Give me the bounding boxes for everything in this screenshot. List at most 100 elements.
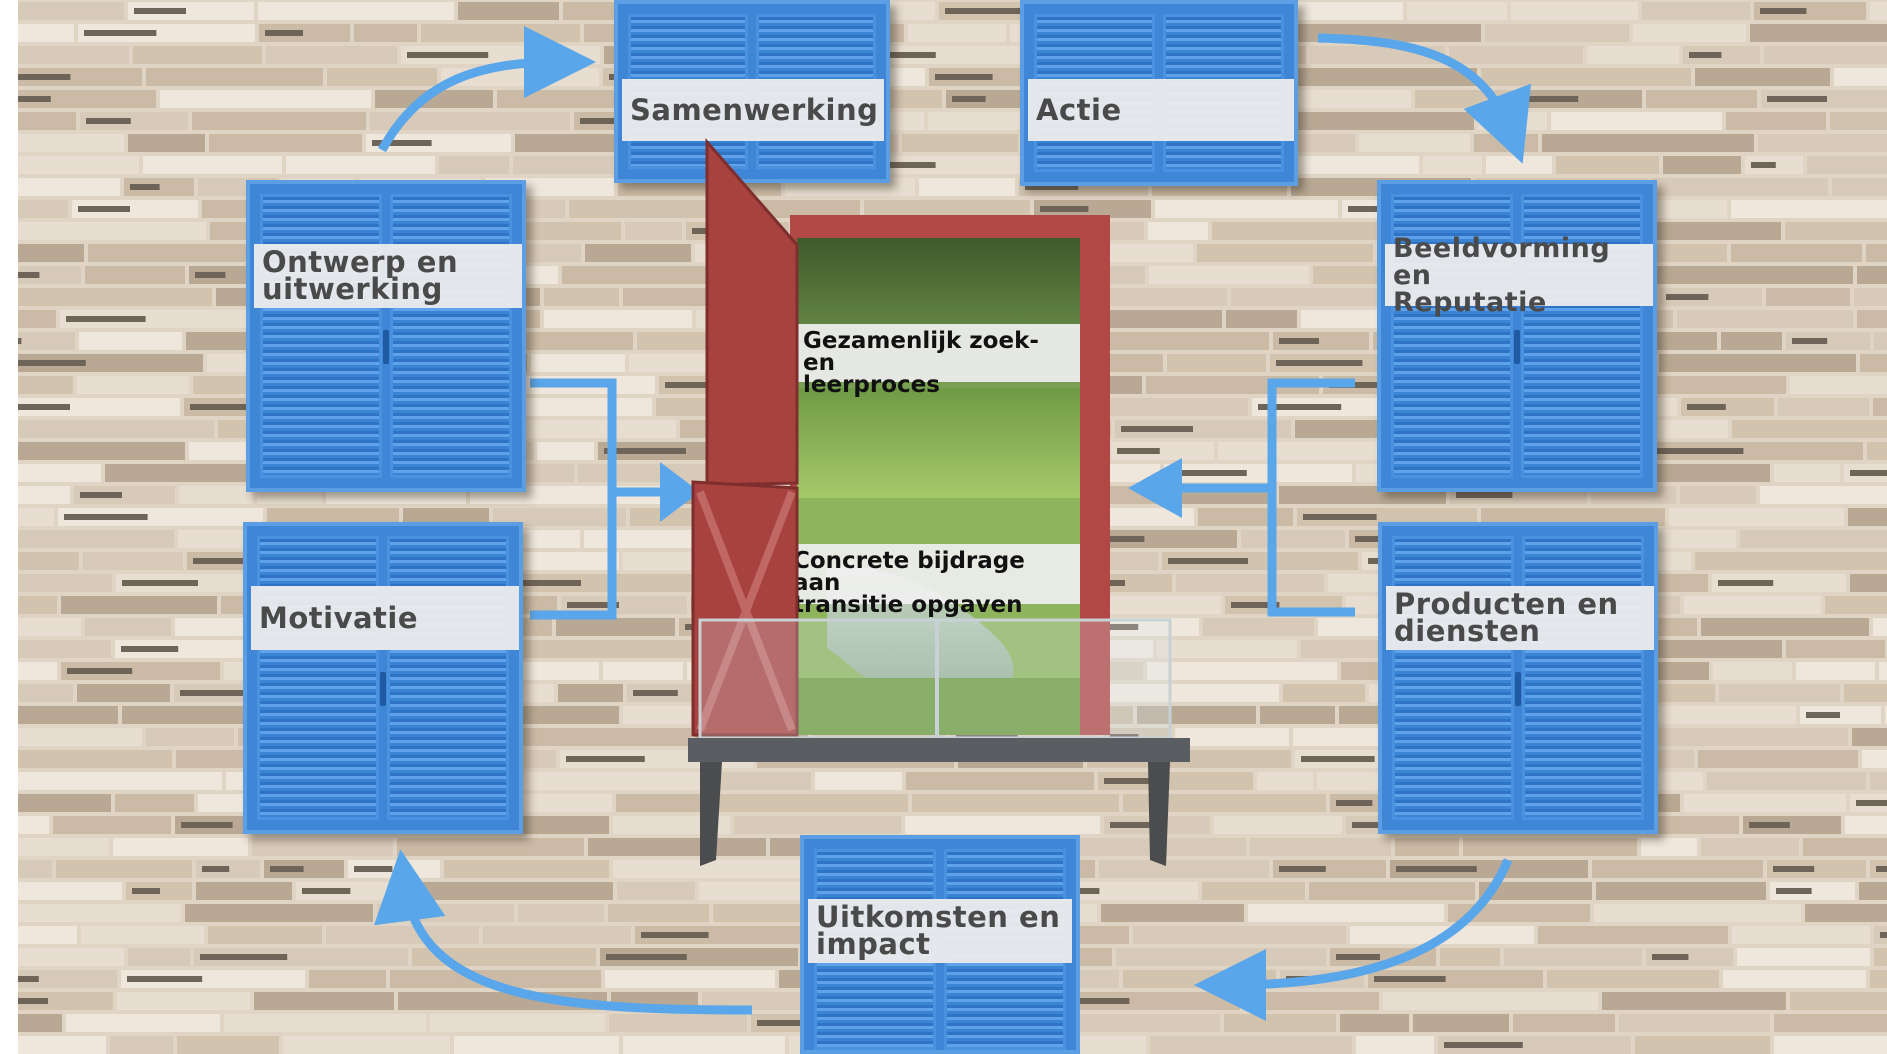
brick bbox=[1651, 178, 1828, 196]
brick-shadow bbox=[1760, 8, 1807, 14]
brick bbox=[1098, 772, 1253, 790]
brick bbox=[1449, 46, 1583, 64]
brick bbox=[1663, 156, 1741, 174]
brick bbox=[18, 354, 203, 372]
brick-shadow bbox=[121, 646, 179, 652]
brick bbox=[1844, 684, 1887, 702]
brick bbox=[1684, 596, 1821, 614]
brick-shadow bbox=[1374, 976, 1446, 982]
brick bbox=[18, 156, 139, 174]
brick bbox=[18, 1036, 106, 1054]
brick bbox=[1681, 398, 1774, 416]
brick bbox=[1740, 530, 1887, 548]
brick bbox=[18, 948, 124, 966]
brick bbox=[1790, 992, 1887, 1010]
brick-shadow bbox=[1749, 822, 1790, 828]
brick-shadow bbox=[202, 866, 230, 872]
brick bbox=[1633, 24, 1746, 42]
brick bbox=[254, 992, 394, 1010]
brick bbox=[1845, 816, 1887, 834]
brick bbox=[192, 112, 366, 130]
brick bbox=[18, 46, 129, 64]
brick-shadow bbox=[354, 866, 393, 872]
brick bbox=[354, 24, 417, 42]
brick-shadow bbox=[180, 690, 264, 696]
label-producten-line1: Producten en bbox=[1394, 587, 1619, 621]
label-producten-line2: diensten bbox=[1394, 614, 1541, 648]
brick bbox=[637, 332, 722, 350]
brick bbox=[523, 772, 701, 790]
brick bbox=[853, 46, 1041, 64]
brick bbox=[1551, 112, 1722, 130]
brick bbox=[1280, 2, 1403, 20]
brick bbox=[1368, 970, 1543, 988]
brick bbox=[266, 46, 397, 64]
brick bbox=[18, 508, 54, 526]
brick bbox=[1176, 574, 1324, 592]
brick bbox=[1646, 90, 1757, 108]
brick bbox=[544, 310, 692, 328]
arrow-producten-to-uitkomsten bbox=[1194, 858, 1513, 1021]
brick bbox=[1870, 970, 1887, 988]
brick bbox=[417, 882, 613, 900]
shutter-uitkomsten: Uitkomsten en impact bbox=[800, 835, 1080, 1054]
brick bbox=[66, 1014, 220, 1032]
brick bbox=[1123, 794, 1326, 812]
brick bbox=[1241, 530, 1345, 548]
brick bbox=[1250, 838, 1391, 856]
brick-shadow bbox=[1687, 404, 1726, 410]
brick bbox=[390, 970, 601, 988]
brick-shadow bbox=[66, 316, 146, 322]
brick bbox=[1542, 134, 1754, 152]
brick-shadow bbox=[190, 404, 262, 410]
brick bbox=[1684, 794, 1846, 812]
brick-shadow bbox=[1329, 382, 1409, 388]
brick bbox=[18, 816, 49, 834]
brick bbox=[444, 860, 609, 878]
brick bbox=[1859, 882, 1887, 900]
brick bbox=[608, 904, 709, 922]
brick bbox=[18, 222, 206, 240]
brick bbox=[500, 640, 714, 658]
brick bbox=[1395, 838, 1459, 856]
brick bbox=[370, 112, 570, 130]
brick bbox=[1070, 530, 1237, 548]
bracket-right bbox=[1180, 378, 1355, 617]
arrow-right-into-window bbox=[1128, 458, 1182, 518]
brick bbox=[208, 926, 322, 944]
brick-shadow bbox=[1231, 602, 1280, 608]
brick bbox=[1778, 398, 1869, 416]
brick bbox=[1218, 442, 1382, 460]
brick-shadow bbox=[1444, 1042, 1523, 1048]
label-actie: Actie bbox=[1036, 92, 1122, 127]
shutter-producten: Producten en diensten bbox=[1378, 522, 1658, 834]
brick-shadow bbox=[1276, 360, 1363, 366]
brick bbox=[515, 134, 633, 152]
brick-shadow bbox=[1258, 404, 1342, 410]
shutter-left-panel bbox=[1392, 536, 1514, 820]
brick bbox=[1164, 464, 1352, 482]
brick bbox=[18, 728, 142, 746]
brick bbox=[1774, 464, 1840, 482]
label-motivatie: Motivatie bbox=[259, 600, 419, 635]
brick bbox=[1652, 266, 1853, 284]
brick bbox=[412, 948, 596, 966]
brick bbox=[18, 750, 172, 768]
label-uitkomsten-line1: Uitkomsten en bbox=[816, 900, 1061, 934]
brick bbox=[705, 772, 811, 790]
brick bbox=[1481, 508, 1665, 526]
brick bbox=[83, 552, 183, 570]
brick bbox=[518, 904, 604, 922]
brick bbox=[1677, 310, 1853, 328]
brick bbox=[1244, 992, 1379, 1010]
brick-shadow bbox=[1279, 866, 1326, 872]
brick bbox=[1651, 442, 1863, 460]
brick-shadow bbox=[1076, 536, 1145, 542]
brick-shadow bbox=[1767, 96, 1827, 102]
brick bbox=[603, 662, 683, 680]
brick bbox=[18, 838, 109, 856]
brick bbox=[616, 794, 711, 812]
brick bbox=[1659, 354, 1856, 372]
brick bbox=[196, 882, 292, 900]
